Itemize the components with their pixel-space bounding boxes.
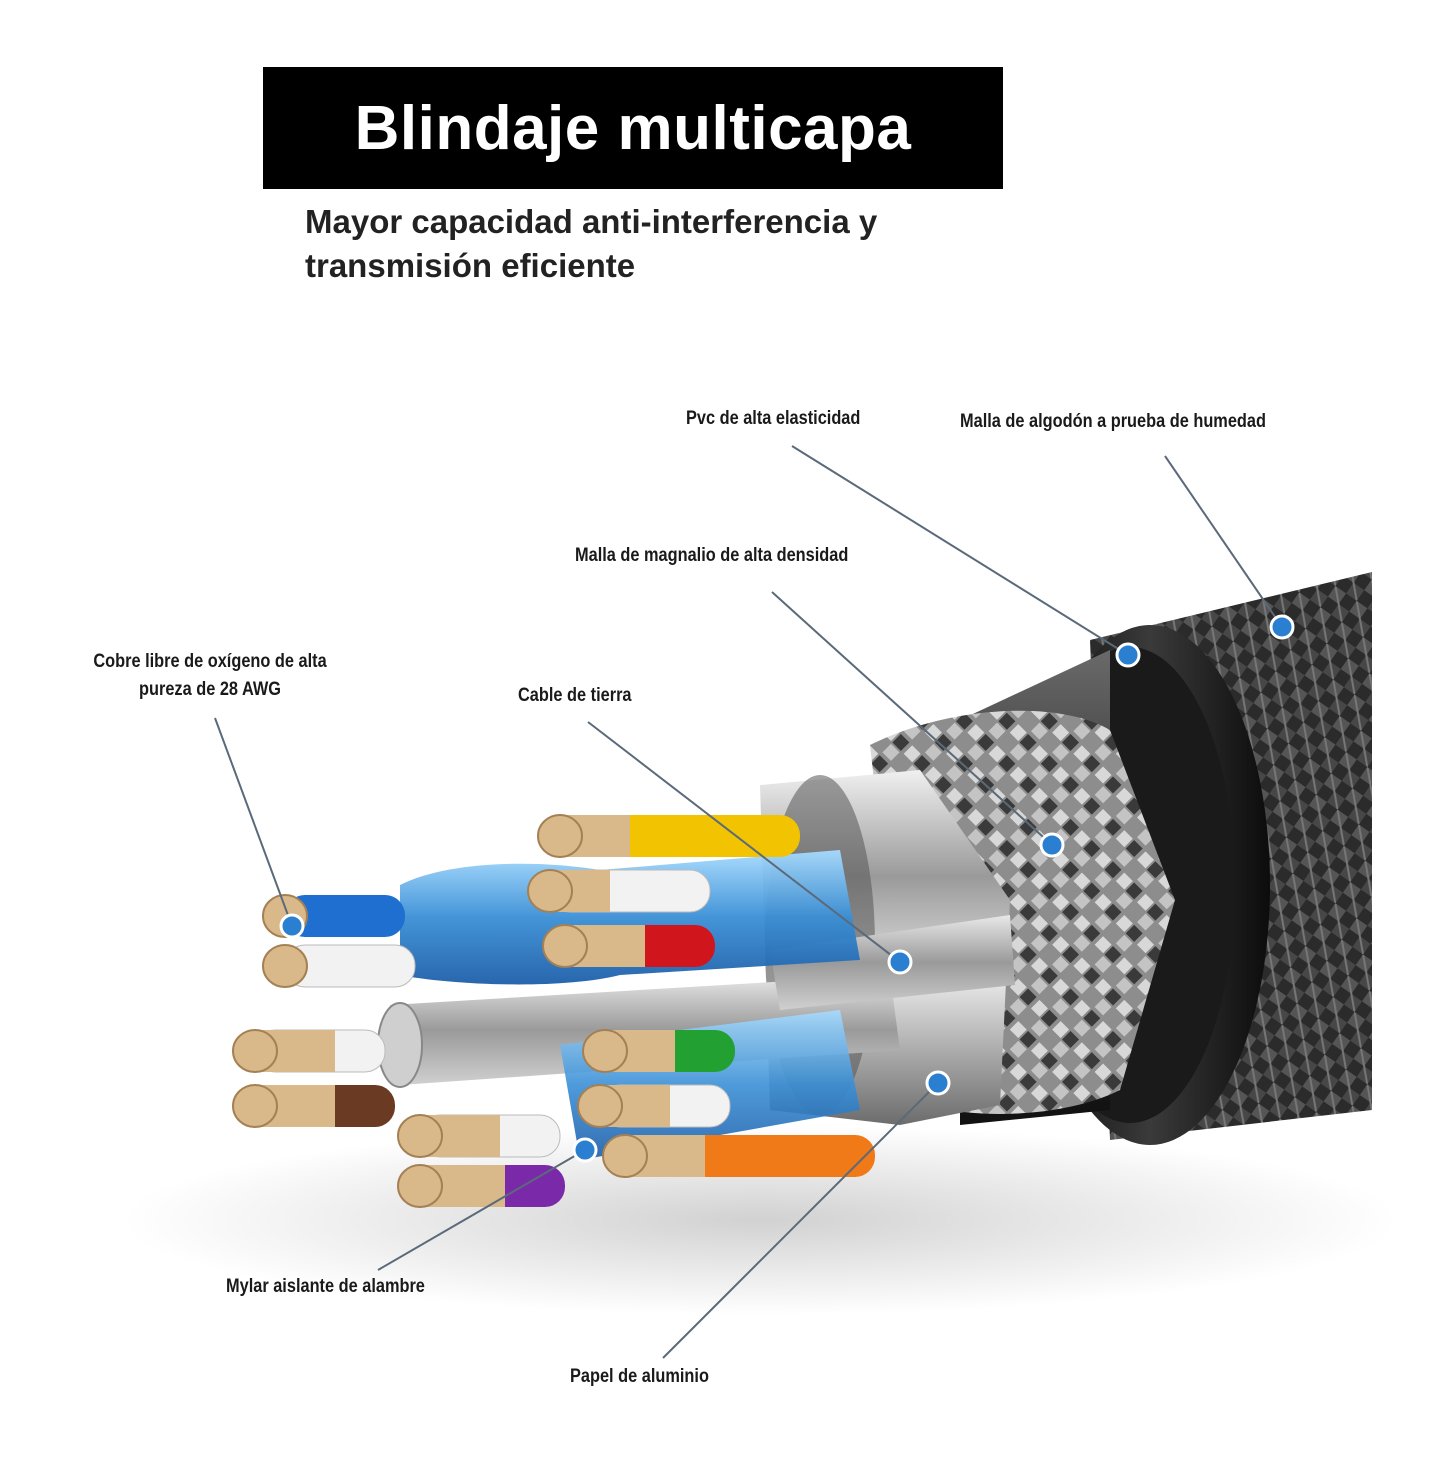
title-text: Blindaje multicapa <box>354 93 912 163</box>
subtitle: Mayor capacidad anti-interferencia y tra… <box>305 200 1005 288</box>
markers <box>279 614 1295 1163</box>
marker-magnalium <box>1039 832 1065 858</box>
conductor-red-pair <box>542 924 715 968</box>
label-aluminum-foil: Papel de aluminio <box>570 1366 709 1387</box>
title-banner: Blindaje multicapa <box>263 67 1003 189</box>
conductor-purple-pair <box>397 1114 565 1208</box>
marker-mylar <box>572 1137 598 1163</box>
conductor-orange-pair <box>602 1134 875 1178</box>
label-cotton-mesh: Malla de algodón a prueba de humedad <box>960 411 1266 432</box>
label-magnalium-mesh: Malla de magnalio de alta densidad <box>575 545 849 566</box>
label-ground-wire: Cable de tierra <box>518 685 632 706</box>
label-copper: Cobre libre de oxígeno de alta pureza de… <box>81 648 339 704</box>
label-mylar: Mylar aislante de alambre <box>226 1276 425 1297</box>
marker-foil <box>925 1070 951 1096</box>
conductor-green-pair <box>577 1029 735 1128</box>
marker-ground <box>887 949 913 975</box>
subtitle-line-2: transmisión eficiente <box>305 247 636 284</box>
label-pvc: Pvc de alta elasticidad <box>686 408 861 429</box>
leader-lines <box>214 445 1283 1359</box>
conductor-yellow-pair <box>527 814 800 913</box>
label-copper-line-1: Cobre libre de oxígeno de alta <box>93 651 327 672</box>
marker-cotton <box>1269 614 1295 640</box>
marker-pvc <box>1115 642 1141 668</box>
subtitle-line-1: Mayor capacidad anti-interferencia y <box>305 203 878 240</box>
label-copper-line-2: pureza de 28 AWG <box>139 679 281 700</box>
conductor-brown-pair <box>232 1029 395 1128</box>
mylar-wrap-top <box>400 850 860 985</box>
marker-copper <box>279 913 305 939</box>
